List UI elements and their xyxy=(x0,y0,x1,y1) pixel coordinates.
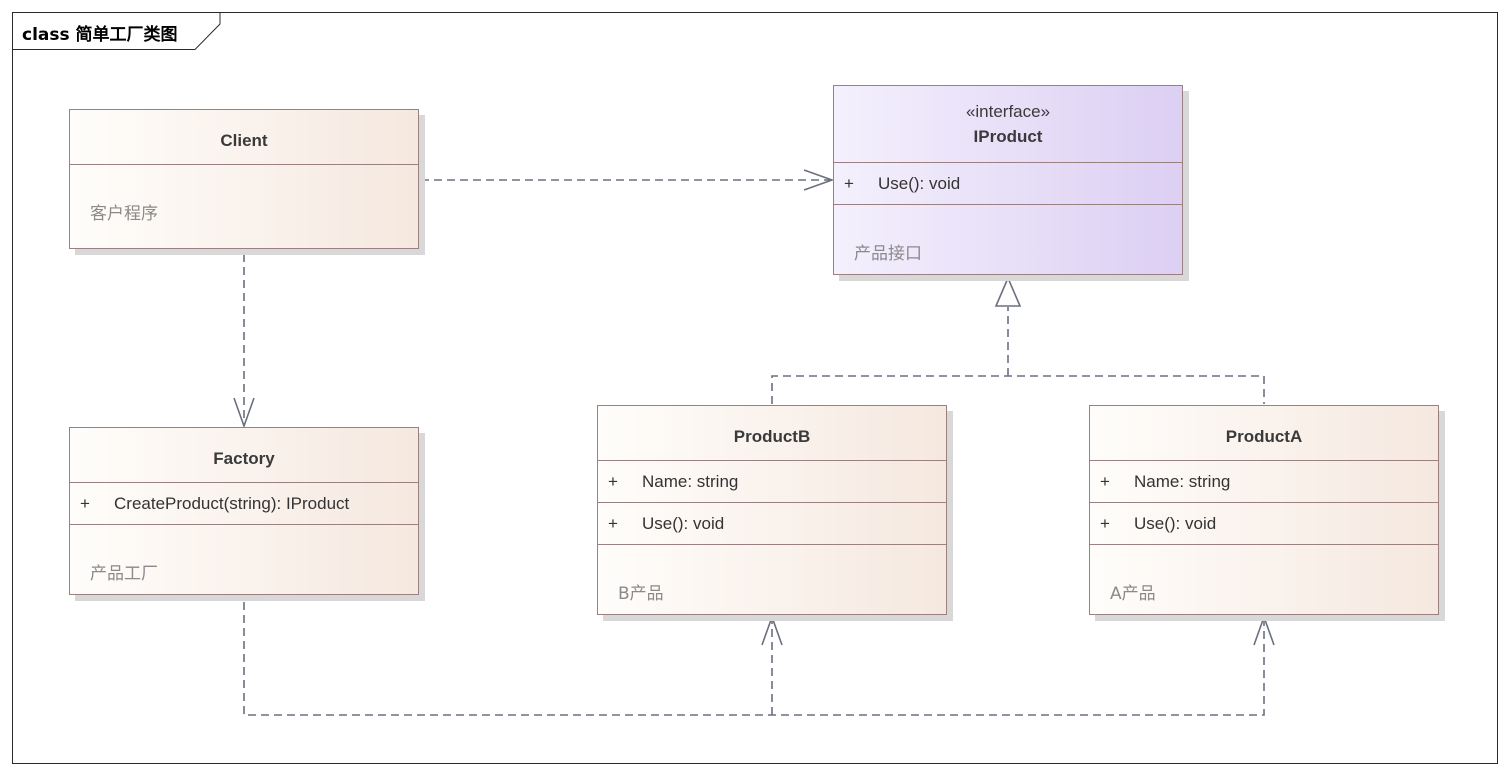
class-productB-operations: + Use(): void xyxy=(598,502,946,544)
arrowhead-productB xyxy=(761,614,783,646)
operation-use: + Use(): void xyxy=(1100,514,1216,534)
class-factory-notes: 产品工厂 xyxy=(70,524,418,594)
visibility: + xyxy=(608,514,618,533)
visibility: + xyxy=(80,494,90,513)
frame-keyword: class xyxy=(22,25,70,45)
class-name: ProductA xyxy=(1225,427,1303,446)
frame-tab-outline xyxy=(12,12,221,50)
class-productB[interactable]: ProductB + Name: string + Use(): void B产品 xyxy=(597,405,947,615)
class-productA-header: ProductA xyxy=(1090,406,1438,460)
frame-name: 简单工厂类图 xyxy=(75,25,178,45)
operation-use: + Use(): void xyxy=(608,514,724,534)
dependency-factory-products xyxy=(243,602,1265,716)
class-productB-header: ProductB xyxy=(598,406,946,460)
class-note: A产品 xyxy=(1110,584,1156,604)
class-note: 产品接口 xyxy=(854,244,922,264)
visibility: + xyxy=(844,174,854,193)
class-stereotype: «interface» xyxy=(965,102,1051,121)
class-name: ProductB xyxy=(733,427,811,446)
attribute-text: Name: string xyxy=(642,472,739,491)
class-iproduct[interactable]: «interface» IProduct + Use(): void 产品接口 xyxy=(833,85,1183,275)
class-name: IProduct xyxy=(973,127,1043,146)
operation-use: + Use(): void xyxy=(844,174,960,194)
class-productA-notes: A产品 xyxy=(1090,544,1438,614)
attribute-text: Name: string xyxy=(1134,472,1231,491)
visibility: + xyxy=(1100,472,1110,491)
class-note: B产品 xyxy=(618,584,664,604)
class-factory[interactable]: Factory + CreateProduct(string): IProduct… xyxy=(69,427,419,595)
class-iproduct-header: «interface» IProduct xyxy=(834,86,1182,162)
operation-create-product: + CreateProduct(string): IProduct xyxy=(80,494,349,514)
operation-text: Use(): void xyxy=(642,514,725,533)
realization-triangle xyxy=(994,275,1022,307)
class-factory-header: Factory xyxy=(70,428,418,482)
visibility: + xyxy=(1100,514,1110,533)
frame-title: class 简单工厂类图 xyxy=(22,20,178,45)
attribute-name: + Name: string xyxy=(1100,472,1230,492)
class-factory-operations: + CreateProduct(string): IProduct xyxy=(70,482,418,524)
class-productA-attributes: + Name: string xyxy=(1090,460,1438,502)
operation-text: CreateProduct(string): IProduct xyxy=(114,494,350,513)
class-productA[interactable]: ProductA + Name: string + Use(): void A产品 xyxy=(1089,405,1439,615)
operation-text: Use(): void xyxy=(1134,514,1217,533)
diagram-frame xyxy=(12,12,1498,764)
class-iproduct-notes: 产品接口 xyxy=(834,204,1182,274)
class-iproduct-operations: + Use(): void xyxy=(834,162,1182,204)
class-productB-attributes: + Name: string xyxy=(598,460,946,502)
arrowhead-factory xyxy=(233,397,255,429)
class-client-header: Client xyxy=(70,110,418,164)
class-client-notes: 客户程序 xyxy=(70,164,418,248)
arrowhead-productA xyxy=(1253,614,1275,646)
class-name: Factory xyxy=(213,449,275,468)
attribute-name: + Name: string xyxy=(608,472,738,492)
class-note: 客户程序 xyxy=(90,204,158,224)
realization-productB-line xyxy=(771,375,1265,404)
operation-text: Use(): void xyxy=(878,174,961,193)
class-productA-operations: + Use(): void xyxy=(1090,502,1438,544)
class-client[interactable]: Client 客户程序 xyxy=(69,109,419,249)
class-note: 产品工厂 xyxy=(90,564,158,584)
visibility: + xyxy=(608,472,618,491)
class-productB-notes: B产品 xyxy=(598,544,946,614)
class-name: Client xyxy=(220,131,268,150)
arrowhead-iproduct xyxy=(803,169,835,191)
